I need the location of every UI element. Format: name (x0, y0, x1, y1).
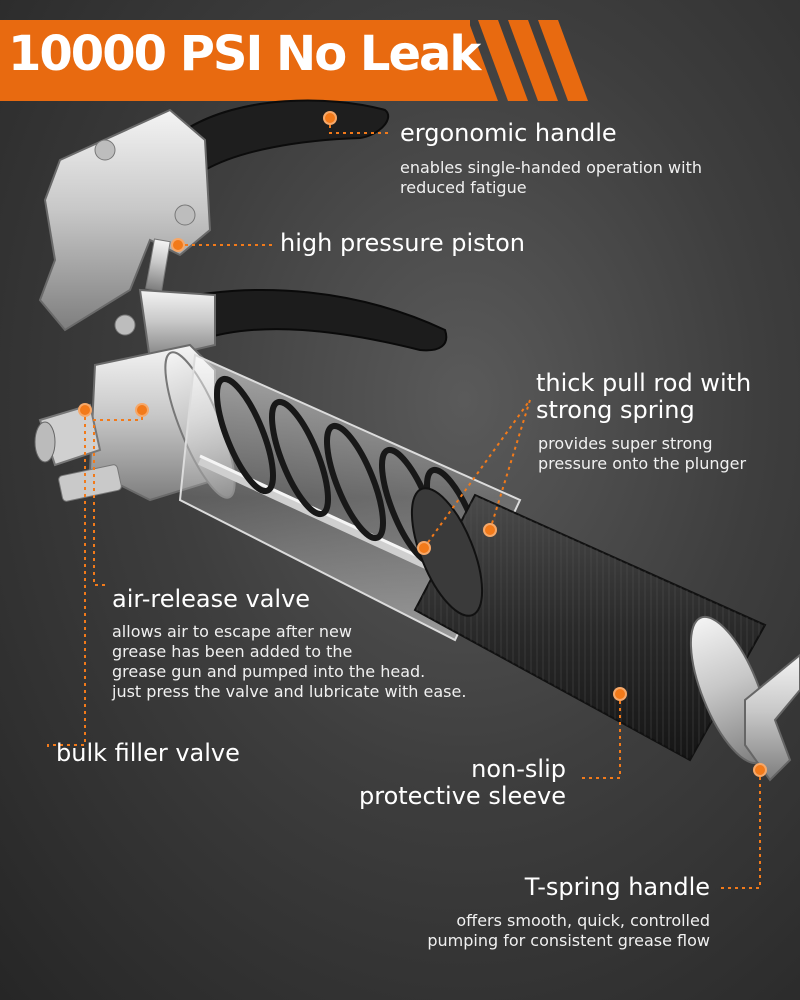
t-spring-handle-desc-line1: offers smooth, quick, controlled (456, 911, 710, 930)
ergonomic-handle-desc-line2: reduced fatigue (400, 178, 527, 197)
high-pressure-piston-title: high pressure piston (280, 229, 525, 257)
banner-stripes (440, 20, 588, 101)
air-release-valve-desc-line2: grease has been added to the (112, 642, 353, 661)
t-spring-handle-marker (753, 763, 767, 777)
bulk-filler-valve-marker (78, 403, 92, 417)
pull-rod-desc-line1: provides super strong (538, 434, 713, 453)
t-spring-handle-title: T-spring handle (524, 873, 710, 901)
pull-rod-marker (483, 523, 497, 537)
non-slip-sleeve-title-line1: non-slip (471, 755, 566, 783)
ergonomic-handle-desc-line1: enables single-handed operation with (400, 158, 702, 177)
air-release-valve-desc-line1: allows air to escape after new (112, 622, 352, 641)
air-release-valve-desc-line3: grease gun and pumped into the head. (112, 662, 426, 681)
headline-banner (0, 20, 470, 101)
pull-rod-title-line2: strong spring (536, 396, 695, 424)
t-spring-handle-desc-line2: pumping for consistent grease flow (427, 931, 710, 950)
non-slip-sleeve-title-line2: protective sleeve (359, 782, 566, 810)
air-release-valve-title: air-release valve (112, 585, 311, 613)
ergonomic-handle-title: ergonomic handle (400, 119, 617, 147)
air-release-valve-desc-line4: just press the valve and lubricate with … (112, 682, 467, 701)
ergonomic-handle-marker (323, 111, 337, 125)
non-slip-sleeve-marker (613, 687, 627, 701)
air-release-valve-marker (135, 403, 149, 417)
high-pressure-piston-marker (171, 238, 185, 252)
pull-rod-desc-line2: pressure onto the plunger (538, 454, 747, 473)
bulk-filler-valve-title: bulk filler valve (56, 739, 240, 767)
pull-rod-title-line1: thick pull rod with (536, 369, 752, 397)
spring-marker (417, 541, 431, 555)
headline-title: 10000 PSI No Leak (8, 26, 481, 82)
